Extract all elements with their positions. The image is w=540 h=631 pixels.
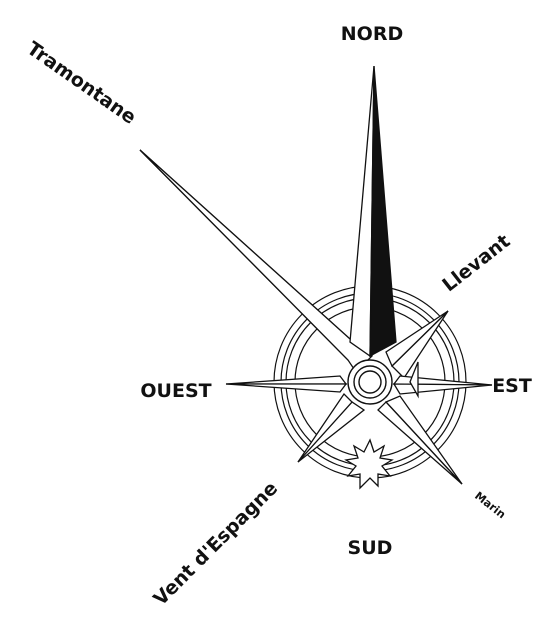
label-marin: Marin [472, 489, 508, 521]
needle-tramontane-b [140, 150, 372, 372]
label-llevant: Llevant [438, 230, 514, 296]
south-point [346, 440, 392, 488]
label-tramontane: Tramontane [23, 37, 140, 128]
label-north: NORD [341, 23, 403, 45]
label-vent-espagne: Vent d'Espagne [149, 477, 282, 610]
compass-labels: NORD SUD EST OUEST Tramontane Llevant Ve… [23, 23, 532, 610]
label-south: SUD [348, 537, 393, 559]
needle-north-black [370, 66, 396, 356]
point-marin-shadow [378, 402, 462, 484]
tramontane-needle [140, 150, 372, 372]
compass-hub [348, 360, 392, 404]
north-needle [350, 66, 396, 356]
label-west: OUEST [140, 380, 211, 402]
hub-inner [359, 371, 381, 393]
south-star [346, 440, 392, 488]
point-vent-espagne [298, 402, 364, 462]
label-east: EST [492, 375, 532, 397]
point-east-bottom [394, 384, 492, 394]
